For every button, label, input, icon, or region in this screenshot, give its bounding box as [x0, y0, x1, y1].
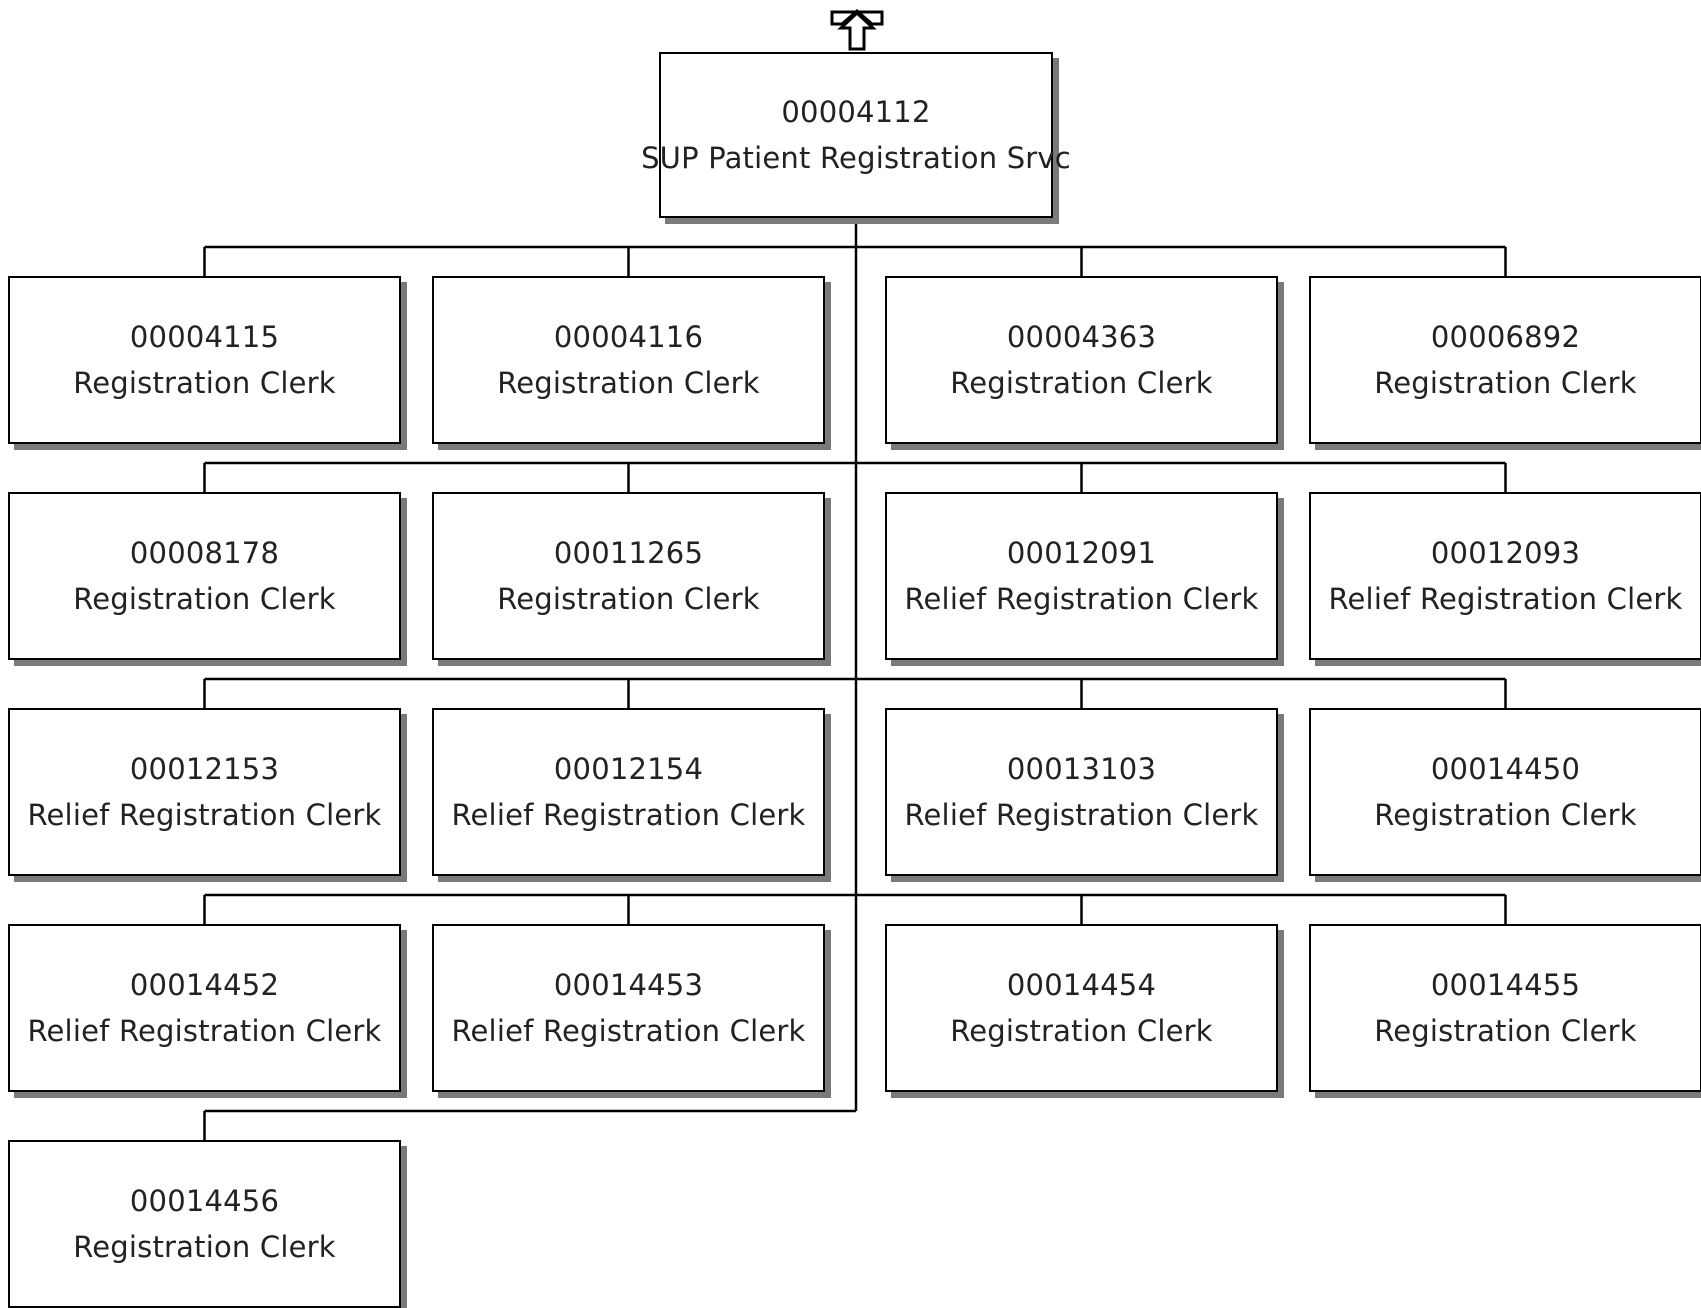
node-title: Registration Clerk: [497, 366, 760, 400]
node-code: 00014456: [129, 1184, 280, 1218]
node-code: 00014452: [129, 968, 280, 1002]
node-title: Registration Clerk: [1374, 1014, 1637, 1048]
node-code: 00004116: [553, 320, 704, 354]
node-code: 00012093: [1430, 536, 1581, 570]
node-title: Registration Clerk: [950, 366, 1213, 400]
up-arrow-icon[interactable]: [830, 8, 884, 52]
node-title: Relief Registration Clerk: [451, 1014, 806, 1048]
node-title: Registration Clerk: [950, 1014, 1213, 1048]
node-code: 00012091: [1006, 536, 1157, 570]
node-title: SUP Patient Registration Srvc: [641, 141, 1071, 175]
node-code: 00014455: [1430, 968, 1581, 1002]
node-code: 00014453: [553, 968, 704, 1002]
node-code: 00012154: [553, 752, 704, 786]
node-title: Registration Clerk: [497, 582, 760, 616]
node-title: Relief Registration Clerk: [1328, 582, 1683, 616]
node-code: 00004112: [781, 95, 931, 129]
node-code: 00006892: [1430, 320, 1581, 354]
node-title: Registration Clerk: [1374, 366, 1637, 400]
node-title: Registration Clerk: [73, 1230, 336, 1264]
node-title: Relief Registration Clerk: [27, 798, 382, 832]
node-title: Relief Registration Clerk: [451, 798, 806, 832]
node-code: 00013103: [1006, 752, 1157, 786]
node-code: 00014454: [1006, 968, 1157, 1002]
node-code: 00012153: [129, 752, 280, 786]
node-code: 00014450: [1430, 752, 1581, 786]
node-title: Registration Clerk: [1374, 798, 1637, 832]
org-node-root[interactable]: 00004112 SUP Patient Registration Srvc: [641, 52, 1071, 218]
node-title: Relief Registration Clerk: [904, 798, 1259, 832]
node-title: Relief Registration Clerk: [904, 582, 1259, 616]
node-code: 00011265: [553, 536, 704, 570]
node-code: 00004115: [129, 320, 280, 354]
node-title: Registration Clerk: [73, 366, 336, 400]
node-title: Registration Clerk: [73, 582, 336, 616]
node-title: Relief Registration Clerk: [27, 1014, 382, 1048]
node-code: 00004363: [1006, 320, 1157, 354]
node-code: 00008178: [129, 536, 280, 570]
